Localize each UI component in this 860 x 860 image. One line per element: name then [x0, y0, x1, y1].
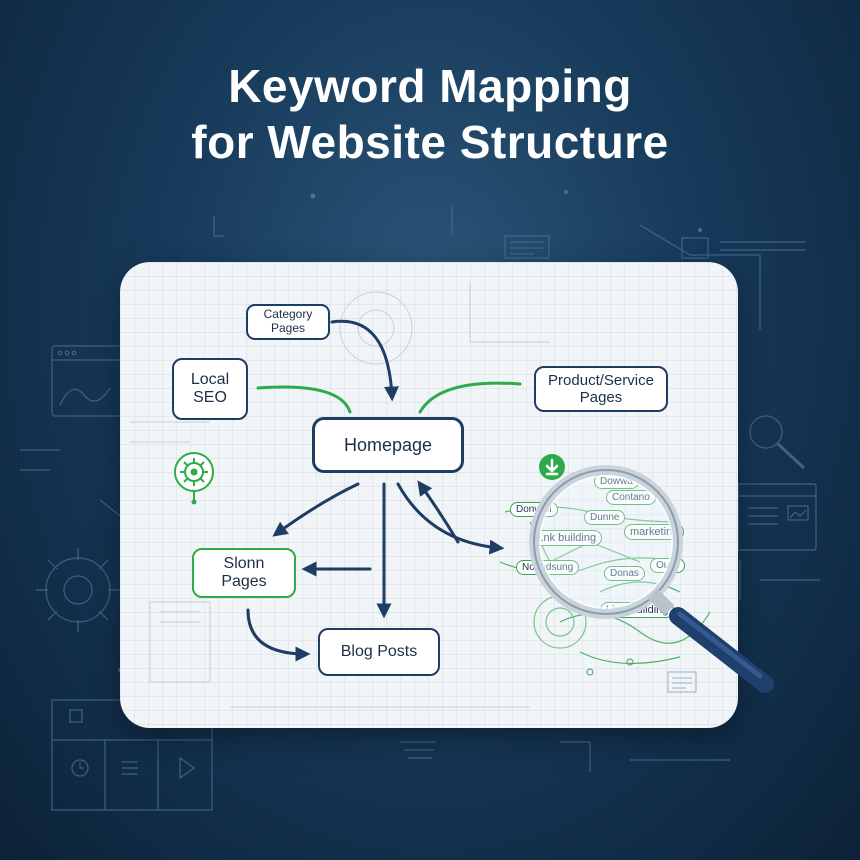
- browser-window-icon: [51, 345, 123, 417]
- link-local-to-home: [256, 385, 352, 414]
- arrow-home-to-slogan: [272, 482, 360, 537]
- title-line-1: Keyword Mapping: [228, 60, 632, 112]
- link-product-to-home: [418, 381, 522, 414]
- keyword-tag: marketing: [624, 524, 685, 540]
- node-homepage[interactable]: Homepage: [312, 417, 464, 473]
- node-slogan-line2: Pages: [221, 573, 267, 590]
- node-slogan-pages[interactable]: Slonn Pages: [192, 548, 296, 598]
- node-product-line1: Product/Service: [548, 371, 654, 389]
- download-arrow-icon: [539, 454, 565, 480]
- play-icon: [179, 756, 196, 780]
- keyword-tag: Dunne: [584, 510, 626, 525]
- page-title: Keyword Mapping for Website Structure: [0, 58, 860, 170]
- node-category-line2: Pages: [270, 321, 306, 335]
- node-category-pages[interactable]: Category Pages: [246, 304, 330, 340]
- connector-layer: [130, 282, 711, 708]
- arrow-slogan-to-blog: [246, 608, 311, 662]
- menu-icon: [122, 761, 138, 775]
- gear-badge-icon: [174, 452, 214, 505]
- node-slogan-line1: Slonn: [223, 554, 265, 572]
- node-local-line2: SEO: [193, 389, 227, 406]
- node-blog-posts[interactable]: Blog Posts: [318, 628, 440, 676]
- keyword-tag: Donas: [604, 566, 645, 581]
- node-local-seo[interactable]: Local SEO: [172, 358, 248, 420]
- node-blog-label: Blog Posts: [340, 642, 418, 660]
- node-product-line2: Pages: [579, 389, 623, 406]
- magnifier-icon: [529, 465, 774, 693]
- arrow-cluster-to-home: [417, 480, 460, 544]
- node-local-line1: Local: [190, 370, 230, 388]
- search-icon: [749, 415, 806, 470]
- arrow-home-to-cluster: [396, 482, 505, 555]
- clock-icon: [71, 759, 89, 777]
- gear-icon: [36, 548, 120, 632]
- keyword-tag: Contano: [606, 490, 656, 505]
- arrow-category-to-home: [330, 319, 399, 402]
- diagram-card: Category Pages Local SEO Product/Service…: [120, 262, 738, 728]
- node-product-service-pages[interactable]: Product/Service Pages: [534, 366, 668, 412]
- node-homepage-label: Homepage: [343, 434, 433, 455]
- title-line-2: for Website Structure: [191, 116, 669, 168]
- node-category-line1: Category: [263, 307, 313, 322]
